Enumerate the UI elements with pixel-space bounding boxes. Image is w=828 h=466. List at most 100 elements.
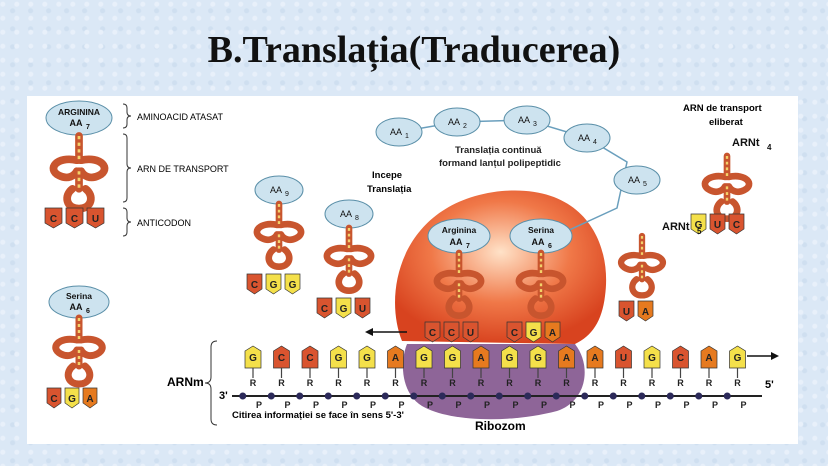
legend-arginina-anticodon-1: C — [71, 214, 78, 225]
arnt5-anticodon-0-block — [618, 300, 635, 322]
mrna-base-8-block — [472, 345, 490, 369]
mrna-p-14: P — [655, 400, 661, 410]
mrna-base-1-block — [273, 345, 290, 369]
arnt5-anticodon-1: A — [642, 307, 649, 318]
mrna-base-11: A — [563, 353, 570, 364]
reading-direction-note: Citirea informației se face în sens 5'-3… — [232, 410, 404, 421]
mrna-p-9: P — [512, 400, 518, 410]
mrna-p-17: P — [740, 400, 746, 410]
ribosome-site2-anticodon-2: A — [549, 328, 556, 339]
mrna-base-1: C — [278, 353, 285, 364]
incoming-0-anticodon-2: G — [289, 280, 297, 291]
mrna-phosphate-13 — [609, 392, 617, 400]
mrna-base-12-block — [586, 345, 604, 369]
ribosome-site2-trna — [515, 249, 567, 320]
arnt4-trna — [701, 152, 753, 223]
mrna-phosphate-16 — [695, 392, 703, 400]
chain-aa-2-ellipse — [433, 107, 481, 137]
ribosome-site2-anticodon-0: C — [511, 328, 518, 339]
mrna-base-17: G — [734, 353, 742, 364]
legend-arginina-code: AA — [70, 118, 83, 128]
chain-aa-3-ellipse — [503, 105, 551, 135]
legend-serina-anticodon-2-block — [82, 387, 98, 409]
mrna-r-16: R — [706, 378, 713, 388]
mrna-base-5-block — [387, 345, 404, 369]
incoming-0-anticodon-1: G — [270, 280, 278, 291]
ribosome-site1-anticodon-2-block — [462, 321, 479, 343]
mrna-r-9: R — [506, 378, 513, 388]
arnt4-anticodon-2: C — [733, 220, 740, 231]
chain-aa-4-code: AA — [578, 133, 590, 143]
incoming-1-anticodon-0-block — [316, 297, 333, 319]
mrna-r-10: R — [535, 378, 542, 388]
legend-arginina-trna-body — [49, 132, 109, 213]
mrna-base-4: G — [363, 353, 371, 364]
mrna-base-6: G — [420, 353, 428, 364]
ribosome-large-subunit — [395, 190, 607, 344]
mrna-base-9: G — [506, 353, 514, 364]
free-trna-label-2: eliberat — [709, 117, 744, 128]
incoming-1-trna — [323, 224, 375, 295]
mrna-phosphate-12 — [581, 392, 589, 400]
mrna-phosphate-4 — [353, 392, 361, 400]
chain-aa-3-code: AA — [518, 115, 530, 125]
mrna-p-10: P — [541, 400, 547, 410]
chain-aa-2-code: AA — [448, 117, 460, 127]
mrna-p-13: P — [626, 400, 632, 410]
incoming-1-anticodon-1: G — [340, 304, 348, 315]
arnt4-name: ARNt — [732, 137, 760, 149]
incoming-0-anticodon-2-block — [284, 273, 301, 295]
legend-serina-anticodon-2: A — [86, 394, 93, 405]
mrna-phosphate-9 — [495, 392, 503, 400]
arnt4-anticodon-0-block — [690, 213, 707, 235]
mrna-r-1: R — [278, 378, 285, 388]
arnt4-anticodon-0: G — [695, 220, 703, 231]
legend-arginina-anticodon-2-block — [86, 207, 105, 229]
mrna-r-8: R — [478, 378, 485, 388]
mrna-base-0-block — [244, 345, 262, 369]
legend-serina-sub: 6 — [86, 308, 90, 315]
arnt5-sub: 5 — [697, 227, 702, 236]
aminoacid-label: AMINOACID ATASAT — [137, 112, 224, 122]
ribosome-site1-anticodon-2: U — [467, 328, 474, 339]
incoming-0-trna — [253, 200, 305, 271]
mrna-5prime: 5' — [765, 379, 774, 391]
mrna-r-11: R — [563, 378, 570, 388]
mrna-base-12: A — [591, 353, 598, 364]
mrna-3prime: 3' — [219, 390, 228, 402]
arnt5-anticodon-0: U — [623, 307, 630, 318]
mrna-r-5: R — [392, 378, 399, 388]
mrna-base-16: A — [705, 353, 712, 364]
chain-aa-1-sub: 1 — [405, 133, 409, 140]
ribosome-site2-anticodon-1-block — [525, 321, 542, 343]
mrna-phosphate-14 — [638, 392, 646, 400]
ribosome-site1-anticodon-1: C — [448, 328, 455, 339]
mrna-p-8: P — [484, 400, 490, 410]
chain-aa-1-ellipse — [375, 117, 423, 147]
ribosome-site1-name: Arginina — [442, 225, 477, 235]
legend-brackets — [122, 103, 218, 426]
ribosome-site1-anticodon-0-block — [424, 321, 441, 343]
ribosome-label: Ribozom — [475, 419, 526, 433]
mrna-phosphate-5 — [381, 392, 389, 400]
ribosome-site1-sub: 7 — [466, 243, 470, 250]
mrna-base-13: U — [620, 353, 627, 364]
mrna-p-16: P — [712, 400, 718, 410]
legend-arginina-anticodon-0: C — [50, 214, 57, 225]
mrna-base-7-block — [444, 345, 461, 369]
mrna-base-8: A — [477, 353, 484, 364]
mrna-base-15-block — [672, 345, 689, 369]
mrna-r-14: R — [649, 378, 656, 388]
mrna-base-0: G — [249, 353, 257, 364]
ribosome-site1-code: AA — [450, 237, 463, 247]
chain-aa-5-code: AA — [628, 175, 640, 185]
mrna-r-6: R — [421, 378, 428, 388]
arnt5-name: ARNt — [662, 221, 690, 233]
mrna-base-4-block — [358, 345, 376, 369]
mrna-phosphate-17 — [723, 392, 731, 400]
mrna-r-4: R — [364, 378, 371, 388]
mrna-phosphate-8 — [467, 392, 475, 400]
ribosome-site2-name: Serina — [528, 225, 554, 235]
